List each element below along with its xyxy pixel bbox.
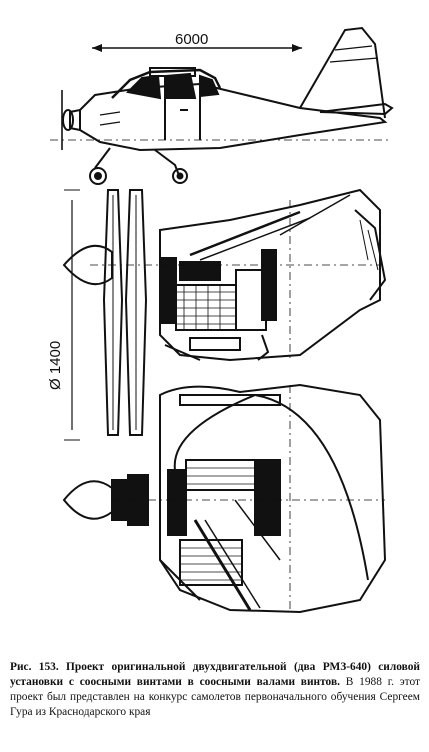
diameter-label: Ø 1400	[47, 341, 64, 390]
diameter-dimension	[64, 189, 80, 441]
propeller-blades	[90, 189, 160, 436]
aircraft-drawing: 6000	[47, 26, 394, 614]
upper-plan-view	[62, 188, 387, 362]
figure-caption: Рис. 153. Проект оригинальной двухдвигат…	[10, 660, 420, 720]
technical-drawing-svg: 6000	[47, 26, 394, 614]
lower-plan-view	[62, 383, 387, 614]
side-view	[50, 26, 394, 185]
caption-lead: Рис. 153. Проект оригинальной двухдвигат…	[10, 661, 420, 688]
length-dimension	[92, 44, 302, 52]
length-label: 6000	[175, 31, 208, 48]
caption-body: В 1988 г. этот проект был представлен на…	[10, 676, 420, 718]
